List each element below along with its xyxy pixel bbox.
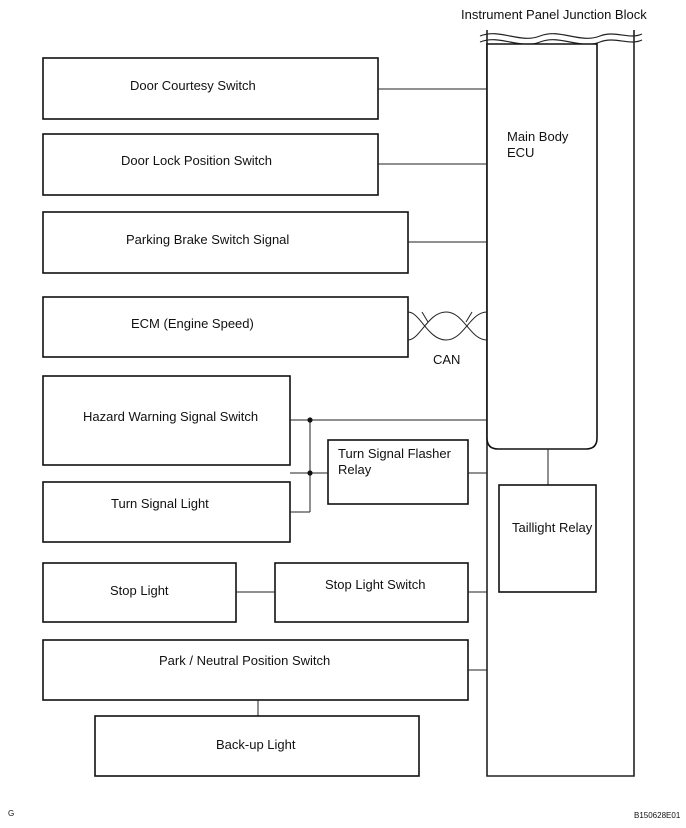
main-body-ecu-label-line1: Main Body (507, 129, 569, 144)
stop-light-switch-box: Stop Light Switch (274, 562, 469, 623)
taillight-relay-label: Taillight Relay (512, 520, 593, 535)
hazard-turn-signal-wiring (290, 417, 487, 513)
park-neutral-position-switch-box: Park / Neutral Position Switch (42, 639, 469, 701)
junction-dot (307, 470, 313, 476)
door-courtesy-switch-box: Door Courtesy Switch (42, 57, 379, 120)
parking-brake-switch-signal-label: Parking Brake Switch Signal (126, 232, 289, 247)
turn-signal-flasher-relay-box: Turn Signal Flasher Relay (327, 439, 469, 505)
ecm-engine-speed-box: ECM (Engine Speed) (42, 296, 409, 358)
turn-signal-flasher-relay-label-line2: Relay (338, 462, 372, 477)
ecm-engine-speed-label: ECM (Engine Speed) (131, 316, 254, 331)
main-body-ecu: Main Body ECU (486, 43, 598, 450)
door-lock-position-switch-box: Door Lock Position Switch (42, 133, 379, 196)
can-label: CAN (433, 352, 460, 367)
hazard-warning-signal-switch-label: Hazard Warning Signal Switch (83, 409, 258, 424)
stop-light-switch-label: Stop Light Switch (325, 577, 425, 592)
figure-id: B150628E01 (634, 811, 681, 820)
turn-signal-light-label: Turn Signal Light (111, 496, 209, 511)
main-body-ecu-label-line2: ECU (507, 145, 534, 160)
back-up-light-label: Back-up Light (216, 737, 296, 752)
park-neutral-position-switch-label: Park / Neutral Position Switch (159, 653, 330, 668)
back-up-light-box: Back-up Light (94, 715, 420, 777)
junction-dot (307, 417, 313, 423)
stop-light-box: Stop Light (42, 562, 237, 623)
stop-light-label: Stop Light (110, 583, 169, 598)
parking-brake-switch-signal-box: Parking Brake Switch Signal (42, 211, 409, 274)
taillight-relay: Taillight Relay (498, 484, 597, 593)
turn-signal-flasher-relay-label-line1: Turn Signal Flasher (338, 446, 452, 461)
door-lock-position-switch-label: Door Lock Position Switch (121, 153, 272, 168)
door-courtesy-switch-label: Door Courtesy Switch (130, 78, 256, 93)
turn-signal-light-box: Turn Signal Light (42, 481, 291, 543)
junction-block-title: Instrument Panel Junction Block (461, 7, 647, 22)
footer-left-code: G (8, 809, 14, 818)
can-bus-twisted-pair (407, 311, 488, 341)
hazard-warning-signal-switch-box: Hazard Warning Signal Switch (42, 375, 291, 466)
